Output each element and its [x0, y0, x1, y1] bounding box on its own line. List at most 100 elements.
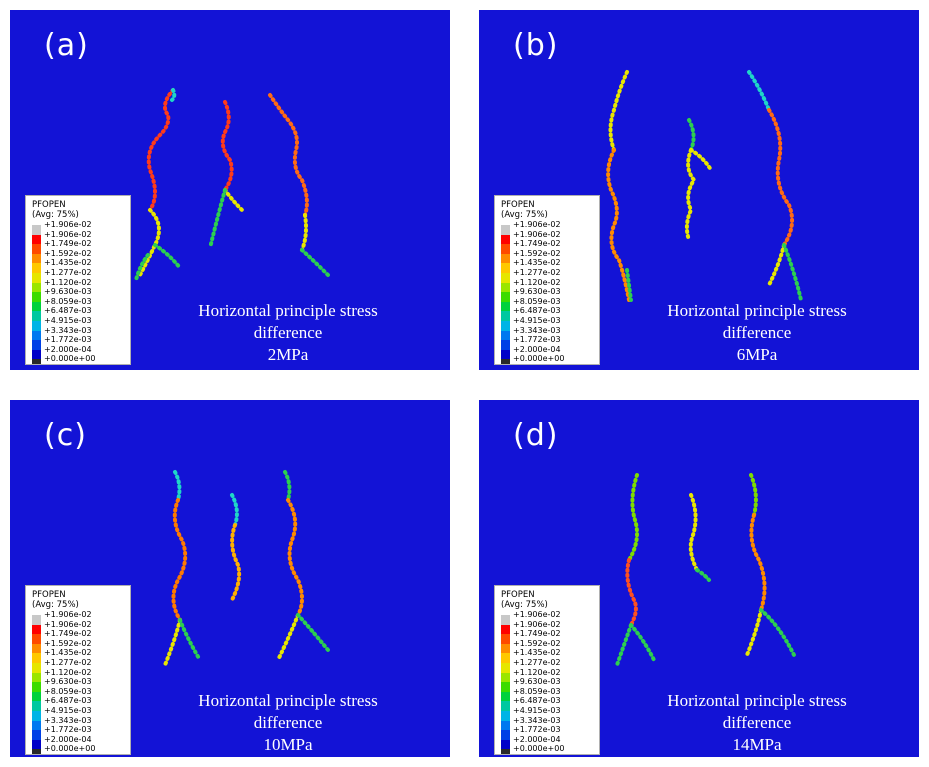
legend-title: PFOPEN(Avg: 75%)	[501, 200, 548, 220]
legend-value: +9.630e-03	[44, 287, 92, 297]
legend-value: +1.749e-02	[44, 629, 92, 639]
legend-swatch	[501, 643, 510, 654]
legend-value: +6.487e-03	[44, 696, 92, 706]
legend-value: +1.906e-02	[44, 619, 92, 629]
color-legend: PFOPEN(Avg: 75%) +1.906e-02+1.906e-02+1.…	[25, 195, 131, 365]
caption-line: Horizontal principle stress	[667, 301, 847, 320]
legend-swatch	[32, 225, 41, 235]
legend-swatch	[32, 643, 41, 654]
legend-value: +2.000e-04	[44, 344, 92, 354]
legend-value: +1.277e-02	[44, 267, 92, 277]
legend-swatch	[501, 311, 510, 321]
legend-value: +0.000e+00	[513, 354, 565, 364]
legend-swatch	[501, 244, 510, 254]
panel-a: (a) Horizontal principle stress differen…	[10, 10, 450, 370]
legend-swatch	[501, 615, 510, 625]
color-legend: PFOPEN(Avg: 75%) +1.906e-02+1.906e-02+1.…	[494, 195, 600, 365]
legend-value: +1.772e-03	[44, 335, 92, 345]
legend-swatch	[32, 349, 41, 360]
legend-swatch	[501, 349, 510, 360]
legend-swatch	[501, 672, 510, 683]
legend-values: +1.906e-02+1.906e-02+1.749e-02+1.592e-02…	[513, 610, 564, 754]
legend-value: +3.343e-03	[513, 325, 561, 335]
legend-swatch	[32, 282, 41, 293]
legend-value: +1.277e-02	[44, 657, 92, 667]
legend-swatch	[32, 662, 41, 673]
legend-swatch	[32, 311, 41, 321]
legend-swatch	[501, 263, 510, 273]
legend-swatch	[32, 340, 41, 350]
caption-line: difference	[722, 323, 792, 342]
legend-swatch	[501, 320, 510, 331]
legend-swatch	[501, 330, 510, 341]
legend-swatch	[501, 359, 510, 365]
legend-swatch	[501, 720, 510, 731]
legend-swatch	[32, 653, 41, 663]
legend-swatch	[32, 749, 41, 755]
legend-values: +1.906e-02+1.906e-02+1.749e-02+1.592e-02…	[44, 610, 95, 754]
legend-value: +1.120e-02	[44, 277, 92, 287]
legend-value: +0.000e+00	[44, 354, 96, 364]
caption-line: difference	[253, 713, 323, 732]
caption-line: Horizontal principle stress	[198, 691, 378, 710]
legend-swatch	[501, 234, 510, 245]
legend-value: +3.343e-03	[513, 715, 561, 725]
legend-value: +0.000e+00	[44, 744, 96, 754]
legend-swatch	[32, 624, 41, 635]
legend-swatch	[32, 739, 41, 750]
legend-swatch	[501, 730, 510, 740]
color-legend: PFOPEN(Avg: 75%) +1.906e-02+1.906e-02+1.…	[494, 585, 600, 755]
legend-swatch	[32, 682, 41, 692]
legend-swatch	[32, 330, 41, 341]
legend-swatch	[32, 710, 41, 721]
color-legend: PFOPEN(Avg: 75%) +1.906e-02+1.906e-02+1.…	[25, 585, 131, 755]
caption-value: 2MPa	[267, 345, 309, 364]
legend-color-bar	[501, 225, 510, 365]
legend-swatch	[32, 244, 41, 254]
legend-value: +2.000e-04	[513, 344, 561, 354]
legend-value: +1.906e-02	[44, 220, 92, 229]
legend-swatch	[501, 272, 510, 283]
caption-line: difference	[253, 323, 323, 342]
caption: Horizontal principle stress difference 1…	[607, 690, 907, 756]
legend-value: +1.772e-03	[513, 725, 561, 735]
legend-values: +1.906e-02+1.906e-02+1.749e-02+1.592e-02…	[44, 220, 95, 364]
panel-label: (a)	[44, 28, 89, 63]
panel-label: (b)	[513, 28, 559, 63]
legend-value: +1.435e-02	[513, 648, 561, 658]
legend-value: +2.000e-04	[44, 734, 92, 744]
legend-swatch	[501, 292, 510, 302]
legend-swatch	[32, 320, 41, 331]
legend-value: +9.630e-03	[513, 287, 561, 297]
legend-swatch	[501, 624, 510, 635]
legend-swatch	[32, 672, 41, 683]
legend-value: +1.120e-02	[513, 667, 561, 677]
legend-swatch	[501, 653, 510, 663]
legend-value: +1.592e-02	[44, 248, 92, 258]
legend-swatch	[501, 634, 510, 644]
legend-value: +2.000e-04	[513, 734, 561, 744]
legend-value: +4.915e-03	[513, 315, 561, 325]
caption-line: Horizontal principle stress	[667, 691, 847, 710]
legend-value: +1.592e-02	[513, 248, 561, 258]
legend-value: +1.592e-02	[513, 638, 561, 648]
legend-color-bar	[501, 615, 510, 755]
caption-line: difference	[722, 713, 792, 732]
legend-value: +1.120e-02	[44, 667, 92, 677]
legend-value: +1.906e-02	[513, 610, 561, 619]
legend-value: +1.772e-03	[513, 335, 561, 345]
legend-value: +4.915e-03	[44, 705, 92, 715]
legend-swatch	[32, 701, 41, 711]
legend-value: +6.487e-03	[513, 306, 561, 316]
legend-value: +3.343e-03	[44, 715, 92, 725]
legend-swatch	[32, 691, 41, 702]
legend-value: +1.120e-02	[513, 277, 561, 287]
legend-value: +6.487e-03	[513, 696, 561, 706]
legend-value: +1.906e-02	[513, 619, 561, 629]
panel-b: (b) Horizontal principle stress differen…	[479, 10, 919, 370]
legend-value: +6.487e-03	[44, 306, 92, 316]
fracture-network-d	[615, 473, 796, 667]
panel-label: (d)	[513, 418, 559, 453]
legend-swatch	[501, 253, 510, 264]
caption-value: 6MPa	[736, 345, 778, 364]
